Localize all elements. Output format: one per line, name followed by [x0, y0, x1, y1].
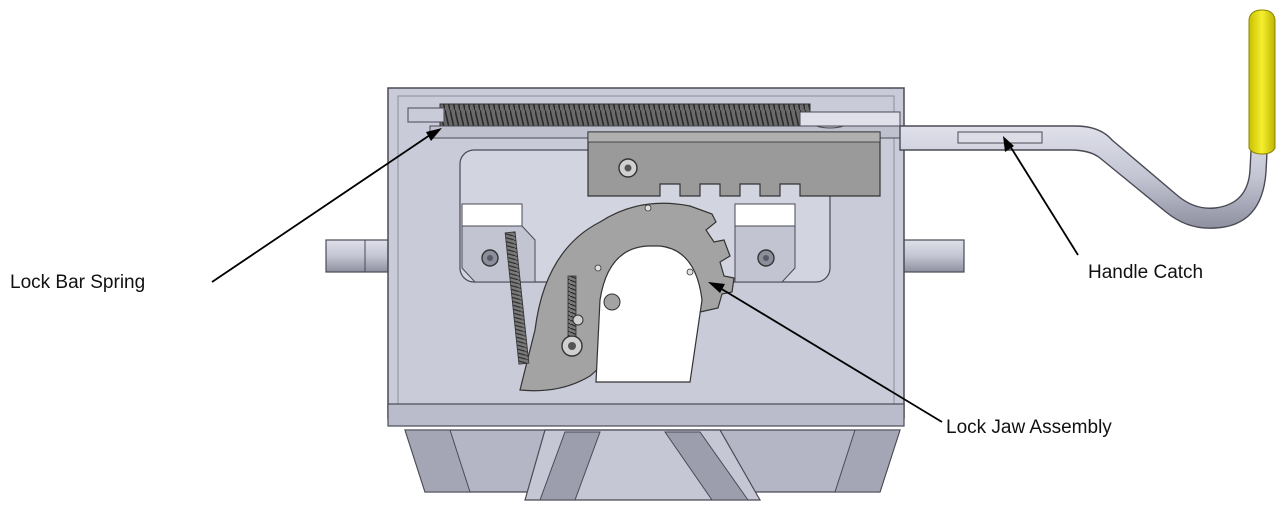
- left-side-pin: [325, 239, 389, 273]
- leader-lock-jaw-assembly: [708, 282, 943, 423]
- lock-bar-spring: [407, 103, 811, 127]
- label-lock-jaw-assembly: Lock Jaw Assembly: [946, 417, 1112, 438]
- release-handle: [799, 111, 1269, 229]
- handle-grip: [1248, 9, 1276, 155]
- bottom-skirt: [404, 429, 901, 501]
- label-lock-bar-spring: Lock Bar Spring: [10, 272, 145, 293]
- label-handle-catch: Handle Catch: [1088, 262, 1203, 283]
- lock-bar-plate: [587, 131, 881, 197]
- lock-jaw-assembly: [504, 202, 735, 392]
- leader-handle-catch: [1003, 136, 1079, 256]
- leader-lock-bar-spring: [211, 128, 442, 283]
